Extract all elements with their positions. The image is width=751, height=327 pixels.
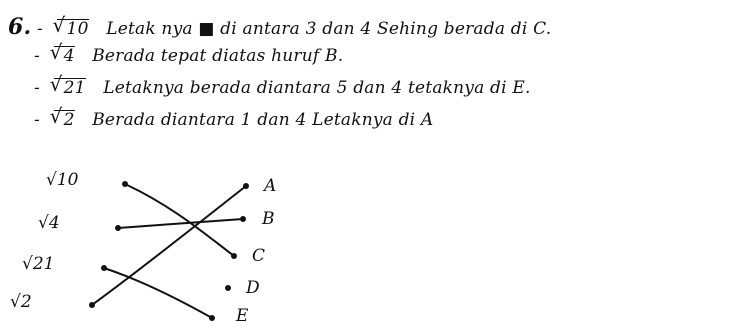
dot-left-root21 <box>101 265 107 271</box>
right-letter-D: D <box>246 278 260 298</box>
dot-left-root10 <box>122 181 128 187</box>
left-label-root21: √21 <box>22 254 55 274</box>
root-10: 10 <box>53 16 89 38</box>
dot-right-B <box>240 216 246 222</box>
right-letter-B: B <box>262 209 275 229</box>
connector-root4-to-B <box>117 218 244 229</box>
dot-right-A <box>243 183 249 189</box>
right-letter-E: E <box>236 306 249 326</box>
answer-line-4: - 2 Berada diantara 1 dan 4 Letaknya di … <box>34 107 434 130</box>
dash: - <box>36 19 43 39</box>
dot-right-D <box>225 285 231 291</box>
root-4: 4 <box>50 43 75 65</box>
root-2: 2 <box>50 107 75 129</box>
dash: - <box>34 46 40 66</box>
answer-line-3: - 21 Letaknya berada diantara 5 dan 4 te… <box>34 75 531 98</box>
answer-text-4: Berada diantara 1 dan 4 Letaknya di A <box>92 110 434 130</box>
root-21: 21 <box>50 75 86 97</box>
dot-right-C <box>231 253 237 259</box>
dot-right-E <box>209 315 215 321</box>
connector-root10-to-C <box>124 183 235 257</box>
right-letter-A: A <box>264 176 277 196</box>
left-label-root4: √4 <box>38 213 60 233</box>
answer-line-1: 6. - 10 Letak nya ■ di antara 3 dan 4 Se… <box>8 14 551 40</box>
connector-root2-to-A <box>91 185 247 306</box>
left-label-root10: √10 <box>46 170 79 190</box>
answer-text-1: Letak nya ■ di antara 3 dan 4 Sehing ber… <box>106 19 552 39</box>
answer-line-2: - 4 Berada tepat diatas huruf B. <box>34 43 344 66</box>
question-number: 6. <box>8 14 32 40</box>
dash: - <box>34 78 40 98</box>
left-label-root2: √2 <box>10 292 32 312</box>
answer-text-3: Letaknya berada diantara 5 dan 4 tetakny… <box>103 78 531 98</box>
connector-root21-to-E <box>103 267 213 319</box>
dash: - <box>34 110 40 130</box>
dot-left-root4 <box>115 225 121 231</box>
dot-left-root2 <box>89 302 95 308</box>
answer-text-2: Berada tepat diatas huruf B. <box>92 46 344 66</box>
right-letter-C: C <box>252 246 266 266</box>
